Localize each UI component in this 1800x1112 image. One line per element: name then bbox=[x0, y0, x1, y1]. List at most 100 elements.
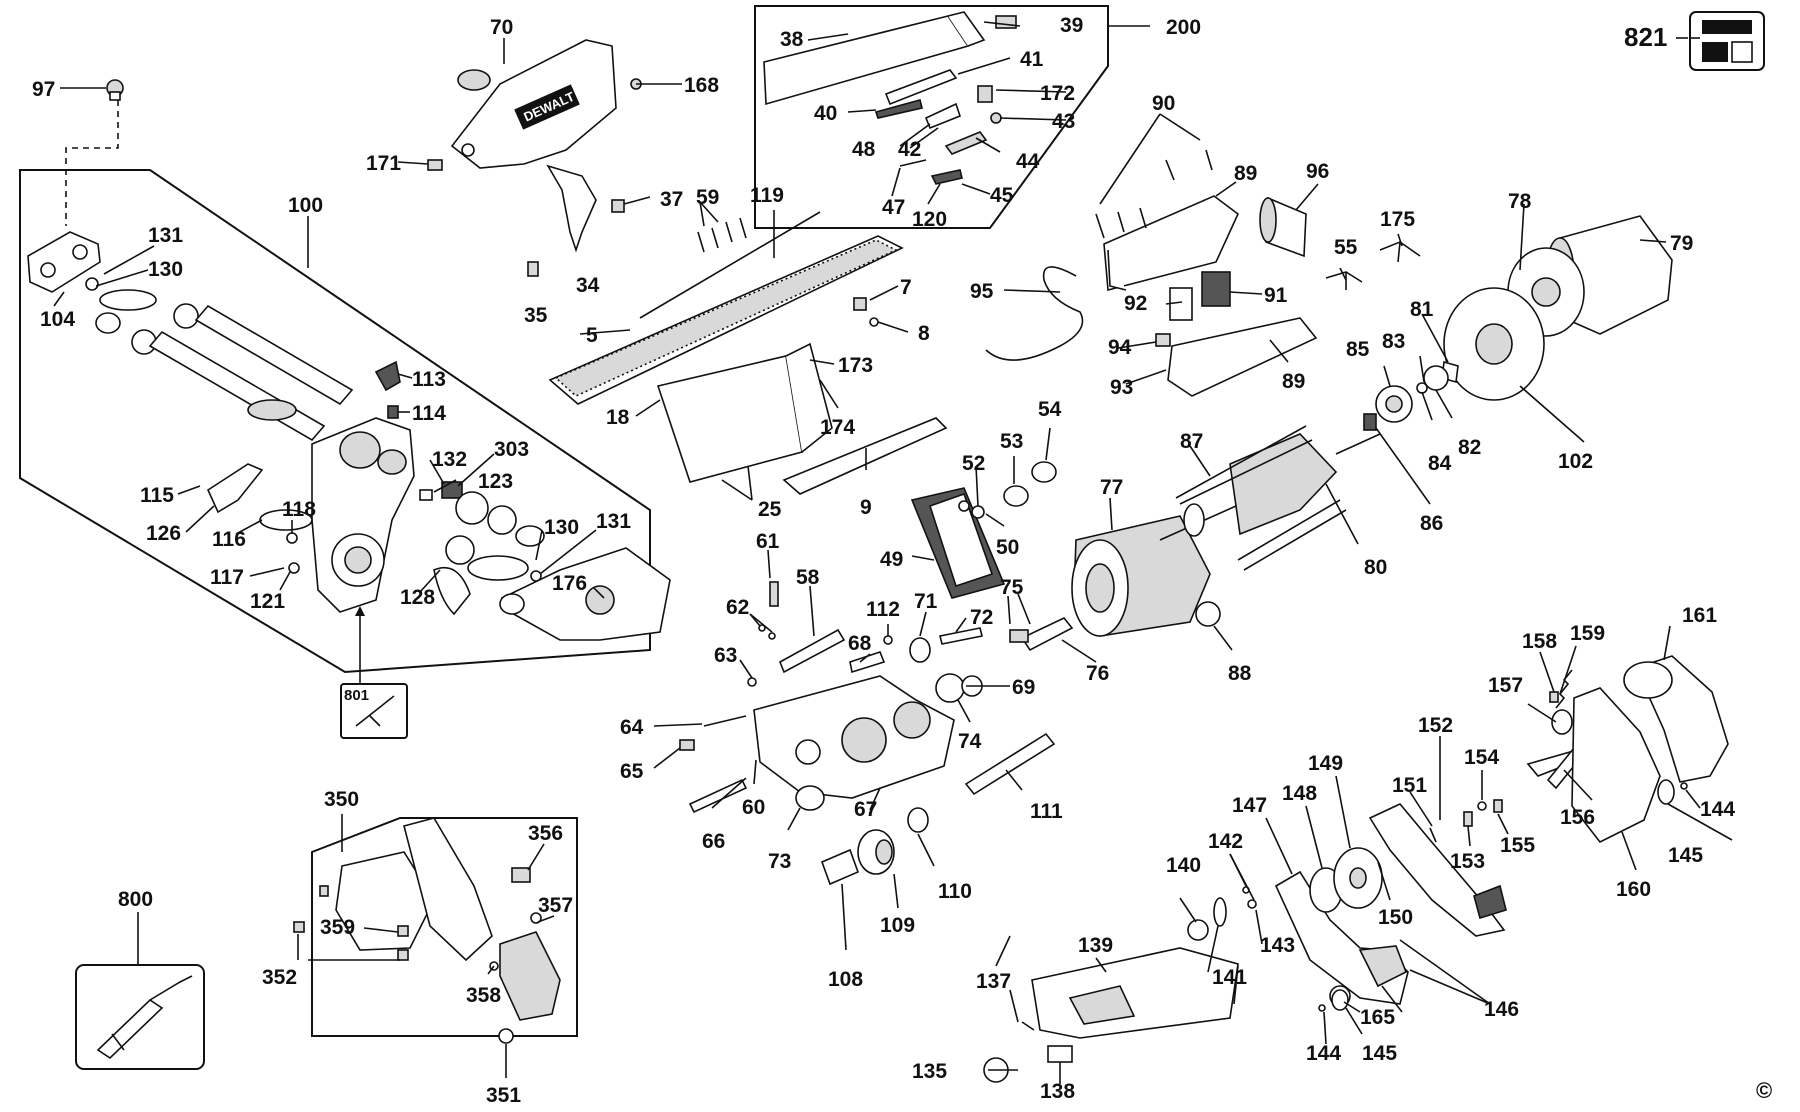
callout-112: 112 bbox=[866, 598, 900, 621]
callout-70: 70 bbox=[490, 16, 513, 39]
callout-78: 78 bbox=[1508, 190, 1532, 213]
callout-350: 350 bbox=[324, 788, 359, 811]
part-77-stator bbox=[1071, 515, 1211, 637]
callout-130-top: 130 bbox=[148, 258, 183, 281]
part-350-dust-shroud bbox=[335, 817, 561, 1021]
callout-118: 118 bbox=[282, 498, 316, 521]
callout-95: 95 bbox=[970, 280, 994, 303]
callout-168: 168 bbox=[684, 74, 719, 97]
callout-116: 116 bbox=[212, 528, 246, 551]
callout-156: 156 bbox=[1560, 806, 1595, 829]
callout-61: 61 bbox=[756, 530, 780, 553]
callout-52: 52 bbox=[962, 452, 985, 475]
callout-352: 352 bbox=[262, 966, 297, 989]
callout-356: 356 bbox=[528, 822, 563, 845]
callout-108: 108 bbox=[828, 968, 863, 991]
callout-149: 149 bbox=[1308, 752, 1343, 775]
callout-89-lower: 89 bbox=[1282, 370, 1305, 393]
callout-100: 100 bbox=[288, 194, 323, 217]
callout-9: 9 bbox=[860, 496, 872, 519]
callout-152: 152 bbox=[1418, 714, 1453, 737]
callout-351: 351 bbox=[486, 1084, 521, 1107]
callout-47: 47 bbox=[882, 196, 905, 219]
callout-172: 172 bbox=[1040, 82, 1075, 105]
callout-labels: 821 © 97 70 168 171 100 131 130 104 37 5… bbox=[32, 14, 1772, 1107]
callout-153: 153 bbox=[1450, 850, 1485, 873]
callout-25: 25 bbox=[758, 498, 782, 521]
callout-87: 87 bbox=[1180, 430, 1203, 453]
assembly-100-frame bbox=[19, 169, 651, 674]
callout-110: 110 bbox=[938, 880, 972, 903]
callout-69: 69 bbox=[1012, 676, 1035, 699]
callout-123: 123 bbox=[478, 470, 513, 493]
callout-800: 800 bbox=[118, 888, 153, 911]
callout-358: 358 bbox=[466, 984, 501, 1007]
callout-8: 8 bbox=[918, 322, 930, 345]
callout-117: 117 bbox=[210, 566, 244, 589]
callout-81: 81 bbox=[1410, 298, 1434, 321]
callout-75: 75 bbox=[1000, 576, 1024, 599]
part-70-upper-guard: DEWALT bbox=[450, 39, 617, 169]
callout-176: 176 bbox=[552, 572, 587, 595]
callout-58: 58 bbox=[796, 566, 820, 589]
callout-43: 43 bbox=[1052, 110, 1075, 133]
part-80-armature bbox=[1159, 433, 1381, 541]
callout-93: 93 bbox=[1110, 376, 1133, 399]
callout-121: 121 bbox=[250, 590, 285, 613]
part-67-gear-case bbox=[753, 675, 955, 799]
callout-64: 64 bbox=[620, 716, 644, 739]
callout-165: 165 bbox=[1360, 1006, 1395, 1029]
callout-128: 128 bbox=[400, 586, 435, 609]
callout-138: 138 bbox=[1040, 1080, 1075, 1103]
callout-76: 76 bbox=[1086, 662, 1109, 685]
callout-151: 151 bbox=[1392, 774, 1427, 797]
assembly-200-frame bbox=[754, 5, 1109, 229]
callout-83: 83 bbox=[1382, 330, 1405, 353]
callout-92: 92 bbox=[1124, 292, 1147, 315]
callout-144-right: 144 bbox=[1700, 798, 1735, 821]
callout-50: 50 bbox=[996, 536, 1019, 559]
callout-63: 63 bbox=[714, 644, 737, 667]
callout-5: 5 bbox=[586, 324, 598, 347]
leader-lines bbox=[53, 21, 1733, 1084]
callout-174: 174 bbox=[820, 416, 855, 439]
part-160-lower-guard bbox=[1571, 655, 1729, 844]
callout-86: 86 bbox=[1420, 512, 1443, 535]
callout-38: 38 bbox=[780, 28, 804, 51]
callout-154: 154 bbox=[1464, 746, 1499, 769]
callout-142: 142 bbox=[1208, 830, 1243, 853]
callout-160: 160 bbox=[1616, 878, 1651, 901]
callout-143: 143 bbox=[1260, 934, 1295, 957]
diagram-code-icon bbox=[1689, 11, 1765, 71]
callout-147: 147 bbox=[1232, 794, 1267, 817]
callout-7: 7 bbox=[900, 276, 912, 299]
callout-141: 141 bbox=[1212, 966, 1247, 989]
callout-115: 115 bbox=[140, 484, 174, 507]
callout-114: 114 bbox=[412, 402, 446, 425]
callout-39: 39 bbox=[1060, 14, 1083, 37]
callout-137: 137 bbox=[976, 970, 1011, 993]
callout-59: 59 bbox=[696, 186, 719, 209]
callout-104: 104 bbox=[40, 308, 75, 331]
callout-60: 60 bbox=[742, 796, 765, 819]
kit-800-box bbox=[75, 964, 205, 1070]
callout-85: 85 bbox=[1346, 338, 1370, 361]
callout-113: 113 bbox=[412, 368, 446, 391]
callout-54: 54 bbox=[1038, 398, 1062, 421]
callout-55: 55 bbox=[1334, 236, 1358, 259]
callout-34: 34 bbox=[576, 274, 600, 297]
part-104-bracket bbox=[27, 231, 101, 293]
callout-175: 175 bbox=[1380, 208, 1415, 231]
callout-140: 140 bbox=[1166, 854, 1201, 877]
callout-97: 97 bbox=[32, 78, 55, 101]
callout-357: 357 bbox=[538, 894, 573, 917]
part-139-base-plate bbox=[1031, 947, 1239, 1039]
callout-139: 139 bbox=[1078, 934, 1113, 957]
callout-130-lower: 130 bbox=[544, 516, 579, 539]
callout-82: 82 bbox=[1458, 436, 1481, 459]
callout-150: 150 bbox=[1378, 906, 1413, 929]
callout-89-top: 89 bbox=[1234, 162, 1257, 185]
callout-71: 71 bbox=[914, 590, 938, 613]
callout-40: 40 bbox=[814, 102, 837, 125]
